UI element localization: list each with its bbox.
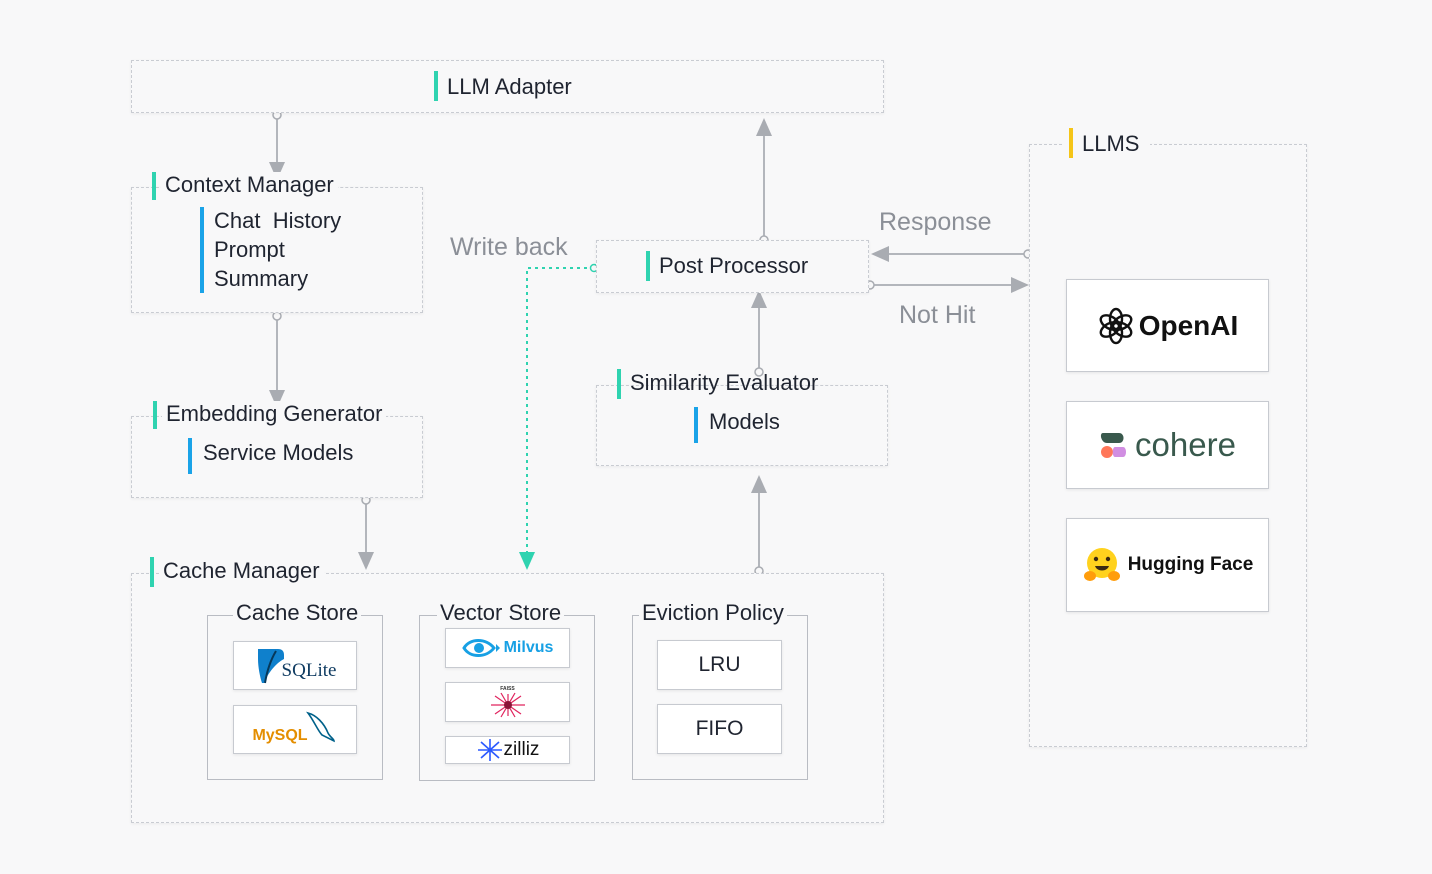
openai-logo-text: OpenAI bbox=[1138, 309, 1239, 341]
post-processor-box bbox=[596, 240, 869, 293]
zilliz-logo-text: zilliz bbox=[503, 739, 540, 760]
milvus-eye-icon bbox=[461, 639, 500, 657]
huggingface-logo-text: Hugging Face bbox=[1127, 554, 1254, 575]
zilliz-star-icon bbox=[477, 739, 502, 761]
sqlite-logo-text: SQLite bbox=[281, 659, 337, 681]
cache-store-title: Cache Store bbox=[233, 600, 362, 626]
cohere-blobs-icon bbox=[1100, 433, 1127, 458]
context-item-prompt: Prompt bbox=[214, 237, 285, 262]
similarity-evaluator-accent bbox=[617, 369, 621, 399]
context-item-chat-history: Chat History bbox=[214, 208, 342, 233]
sqlite-feather-icon bbox=[257, 648, 284, 683]
zilliz-logo-card: zilliz bbox=[445, 736, 570, 764]
embedding-generator-accent bbox=[153, 401, 157, 429]
context-manager-accent bbox=[152, 172, 156, 200]
embedding-generator-title: Embedding Generator bbox=[162, 401, 387, 427]
embedding-generator-box bbox=[131, 416, 423, 498]
eviction-fifo-card: FIFO bbox=[657, 704, 782, 754]
faiss-star-icon bbox=[490, 692, 525, 718]
post-processor-accent bbox=[646, 251, 650, 281]
embedding-item-service-models: Service Models bbox=[203, 440, 354, 465]
similarity-evaluator-title: Similarity Evaluator bbox=[630, 370, 819, 395]
cache-manager-title: Cache Manager bbox=[159, 558, 324, 584]
similarity-item-models: Models bbox=[709, 409, 780, 434]
eviction-fifo-text: FIFO bbox=[695, 717, 744, 740]
sqlite-logo-card: SQLite bbox=[233, 641, 357, 690]
huggingface-emoji-icon bbox=[1083, 548, 1120, 581]
mysql-logo-text: MySQL bbox=[252, 726, 308, 744]
mysql-dolphin-icon bbox=[305, 711, 335, 742]
response-label: Response bbox=[879, 208, 992, 236]
openai-logo-card: OpenAI bbox=[1066, 279, 1269, 372]
context-manager-box bbox=[131, 187, 423, 313]
faiss-logo-card: FAISS bbox=[445, 682, 570, 722]
context-items-accent bbox=[200, 207, 204, 293]
similarity-evaluator-box bbox=[596, 385, 888, 466]
embedding-item-accent bbox=[188, 438, 192, 474]
cache-store-group bbox=[207, 615, 383, 780]
eviction-lru-card: LRU bbox=[657, 640, 782, 690]
not-hit-label: Not Hit bbox=[899, 301, 976, 329]
llms-title-bg bbox=[1062, 126, 1150, 160]
cache-manager-accent bbox=[150, 557, 154, 587]
llms-accent bbox=[1069, 128, 1073, 158]
mysql-logo-card: MySQL bbox=[233, 705, 357, 754]
huggingface-logo-card: Hugging Face bbox=[1066, 518, 1269, 612]
eviction-policy-title: Eviction Policy bbox=[639, 600, 787, 626]
llms-title: LLMS bbox=[1082, 131, 1140, 156]
milvus-logo-text: Milvus bbox=[503, 639, 554, 656]
context-item-summary: Summary bbox=[214, 266, 309, 291]
openai-knot-icon bbox=[1099, 307, 1133, 344]
llm-adapter-box bbox=[131, 60, 884, 113]
milvus-logo-card: Milvus bbox=[445, 628, 570, 668]
llm-adapter-title: LLM Adapter bbox=[447, 74, 572, 99]
similarity-item-accent bbox=[694, 407, 698, 443]
faiss-logo-text: FAISS bbox=[500, 686, 515, 692]
llm-adapter-accent bbox=[434, 71, 438, 101]
cohere-logo-card: cohere bbox=[1066, 401, 1269, 489]
vector-store-title: Vector Store bbox=[437, 600, 565, 626]
post-processor-title: Post Processor bbox=[659, 253, 809, 278]
edge-write-back bbox=[519, 267, 594, 570]
context-manager-title: Context Manager bbox=[161, 172, 338, 198]
eviction-lru-text: LRU bbox=[698, 653, 741, 676]
write-back-label: Write back bbox=[450, 233, 568, 261]
cohere-logo-text: cohere bbox=[1135, 426, 1236, 463]
